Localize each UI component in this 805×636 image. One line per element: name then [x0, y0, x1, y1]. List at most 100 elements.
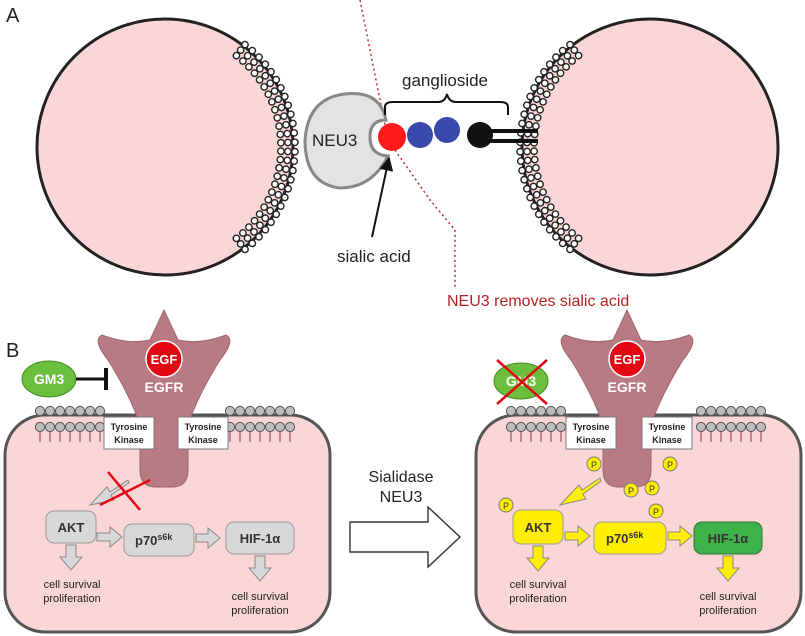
- membrane-bead: [523, 156, 532, 165]
- phosphate-3-label: P: [628, 486, 634, 496]
- membrane-bead: [241, 245, 249, 254]
- lipid-head: [64, 421, 76, 433]
- phosphate-3: [623, 482, 639, 498]
- phosphate-akt-label: P: [503, 501, 509, 511]
- sialidase-transition-arrow: Sialidase NEU3: [349, 469, 462, 569]
- membrane-bead: [290, 138, 299, 147]
- neu3-enzyme: NEU3: [303, 92, 391, 190]
- membrane-bead: [283, 138, 292, 147]
- akt-label-right: AKT: [525, 520, 552, 535]
- membrane-bead: [274, 190, 283, 199]
- tyrosine-kinase-box-left-1: [103, 416, 155, 450]
- membrane-bead: [255, 221, 264, 230]
- membrane-bead: [238, 57, 247, 65]
- membrane-bead: [534, 75, 543, 84]
- phosphate-4-label: P: [649, 484, 655, 494]
- outcome-akt-right-1: cell survival: [510, 579, 567, 591]
- membrane-bead: [551, 64, 559, 73]
- membrane-bead: [283, 147, 292, 156]
- membrane-bead: [570, 239, 579, 248]
- membrane-bead: [551, 221, 559, 230]
- lipid-head: [545, 405, 557, 417]
- membrane-bead: [290, 157, 299, 166]
- hif-node-left: [225, 521, 295, 555]
- sialidase-label: Sialidase: [369, 469, 434, 486]
- membrane-bead: [261, 225, 270, 234]
- right-membrane-beads: [516, 40, 583, 254]
- membrane-bead: [570, 46, 579, 54]
- lipid-head: [745, 405, 757, 417]
- membrane-bead: [255, 76, 264, 84]
- membrane-bead: [563, 51, 572, 60]
- membrane-bead: [275, 163, 283, 172]
- membrane-bead: [267, 67, 275, 76]
- membrane-bead: [545, 225, 554, 234]
- membrane-bead: [272, 210, 281, 219]
- lipid-head: [94, 405, 106, 417]
- left-membrane-beads: [232, 40, 299, 254]
- membrane-bead: [516, 147, 524, 156]
- membrane-bead: [284, 184, 292, 193]
- membrane-bead: [545, 60, 554, 69]
- membrane-bead: [250, 216, 259, 225]
- lipid-head: [715, 405, 727, 417]
- lipid-head: [34, 405, 46, 417]
- lipid-head: [525, 421, 537, 433]
- membrane-bead: [516, 157, 525, 166]
- membrane-bead: [552, 53, 560, 62]
- membrane-bead: [276, 202, 285, 211]
- membrane-bead: [280, 112, 288, 121]
- lipid-head: [254, 421, 266, 433]
- lipid-head: [695, 421, 707, 433]
- membrane-bead: [562, 223, 570, 232]
- membrane-bead: [255, 232, 263, 241]
- membrane-bead: [264, 195, 273, 204]
- hif-label-right: HIF-1α: [708, 531, 749, 546]
- membrane-bead: [529, 103, 538, 112]
- lipid-head: [84, 405, 96, 417]
- p70-label-left: p70s6k: [135, 532, 173, 548]
- right-plasma-membrane: [505, 405, 767, 442]
- arrow-p70-hif-left: [195, 526, 221, 550]
- membrane-bead: [232, 234, 241, 243]
- lipid-head: [715, 421, 727, 433]
- right-signaling-cell: EGF EGFR Tyrosine Kinase Tyrosine Kinase…: [474, 308, 803, 634]
- membrane-bead: [568, 57, 576, 65]
- sugar-sphere-1: [407, 122, 433, 148]
- membrane-bead: [546, 83, 555, 91]
- membrane-bead: [280, 92, 289, 101]
- tyrosine-kinase-box-right-2: [641, 416, 693, 450]
- membrane-bead: [284, 101, 292, 110]
- neu3-arrow-label: NEU3: [380, 489, 423, 506]
- outcome-hif-right-2: proliferation: [699, 605, 756, 617]
- membrane-bead: [286, 110, 295, 119]
- lipid-head: [735, 421, 747, 433]
- membrane-bead: [261, 71, 270, 80]
- membrane-bead: [529, 182, 538, 191]
- lipid-head: [735, 405, 747, 417]
- membrane-bead: [551, 210, 560, 219]
- lipid-head: [525, 405, 537, 417]
- activation-arrow: [558, 477, 602, 506]
- lipid-head: [234, 405, 246, 417]
- membrane-bead: [520, 175, 529, 184]
- membrane-bead: [542, 195, 551, 204]
- lipid-head: [34, 421, 46, 433]
- lipid-head: [234, 421, 246, 433]
- membrane-bead: [241, 40, 249, 49]
- membrane-bead: [518, 119, 526, 128]
- membrane-bead: [540, 67, 548, 76]
- lipid-head: [54, 405, 66, 417]
- lipid-head: [705, 405, 717, 417]
- membrane-bead: [551, 76, 560, 84]
- membrane-bead: [545, 214, 554, 223]
- membrane-bead: [272, 75, 281, 84]
- lipid-head: [555, 421, 567, 433]
- membrane-bead: [520, 110, 529, 119]
- lipid-head: [94, 421, 106, 433]
- membrane-bead: [290, 147, 299, 156]
- lipid-head: [224, 405, 236, 417]
- membrane-bead: [290, 128, 299, 137]
- lipid-head: [244, 421, 256, 433]
- membrane-bead: [546, 203, 555, 212]
